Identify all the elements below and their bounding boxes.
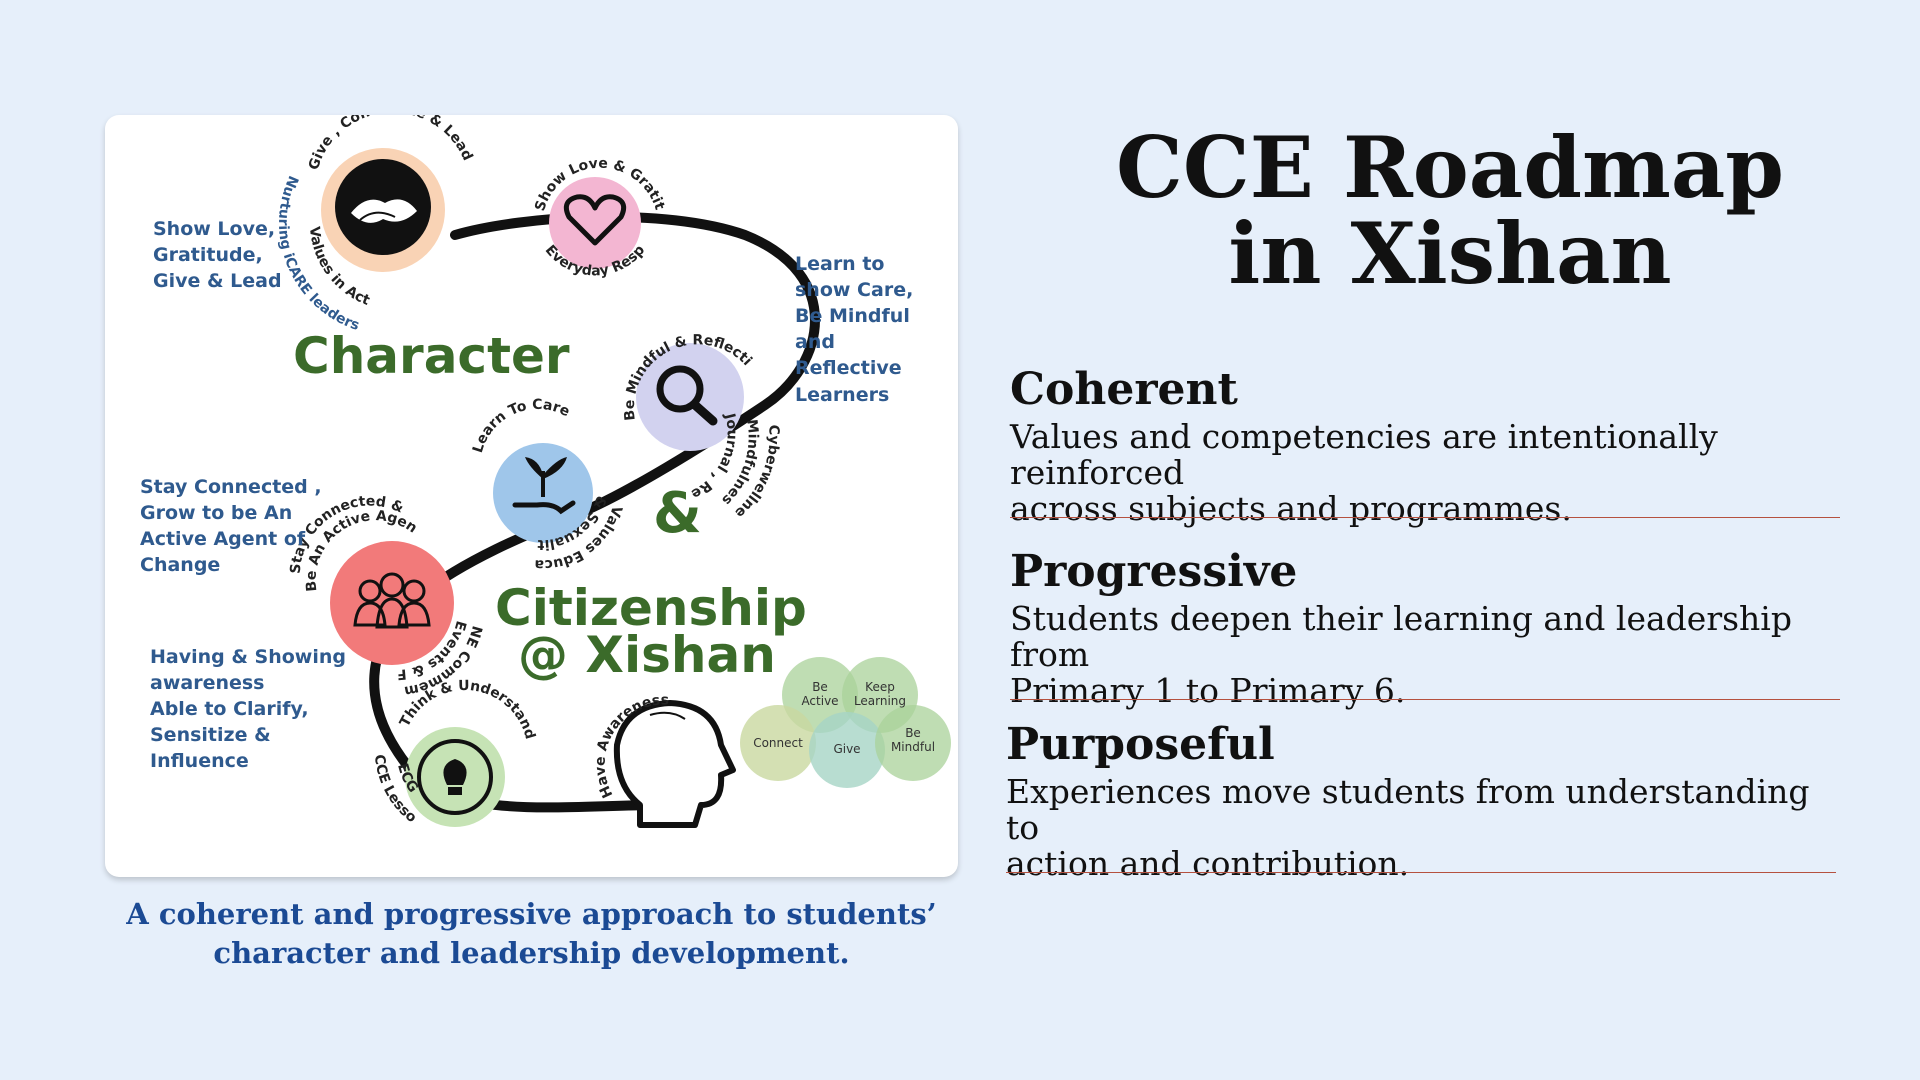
graphic-caption: A coherent and progressive approach to s… [105, 895, 958, 973]
section-body-line-2: action and contribution. [1006, 844, 1410, 883]
svg-text:Learners: Learners [795, 384, 889, 406]
roadmap-graphic-card: Be Active Keep Learning Connect Give Be … [105, 115, 958, 877]
svg-text:Having & Showing: Having & Showing [150, 646, 346, 668]
svg-text:Able to Clarify,: Able to Clarify, [150, 698, 309, 720]
svg-text:Gratitude,: Gratitude, [153, 244, 263, 266]
section-body-line-2: Primary 1 to Primary 6. [1010, 671, 1406, 710]
side-note-connected: Stay Connected , Grow to be An Active Ag… [140, 476, 322, 576]
svg-text:Grow to be An: Grow to be An [140, 502, 292, 524]
svg-text:Stay Connected ,: Stay Connected , [140, 476, 322, 498]
section-body-line-1: Students deepen their learning and leade… [1010, 599, 1792, 674]
venn-label-active-1: Be [812, 680, 828, 694]
citizenship-word: Citizenship [495, 579, 807, 637]
svg-text:Reflective: Reflective [795, 357, 902, 379]
section-heading: Coherent [1010, 364, 1238, 415]
svg-text:Give & Lead: Give & Lead [153, 270, 282, 292]
svg-text:Learn to: Learn to [795, 253, 884, 275]
side-note-awareness: Having & Showing awareness Able to Clari… [150, 646, 346, 772]
section-divider [1010, 517, 1840, 518]
section-purposeful: Purposeful Experiences move students fro… [1006, 720, 1836, 882]
section-heading: Progressive [1010, 546, 1298, 597]
section-body-line-1: Experiences move students from understan… [1006, 772, 1810, 847]
venn-label-active-2: Active [801, 694, 838, 708]
search-circle [636, 343, 744, 451]
venn-diagram: Be Active Keep Learning Connect Give Be … [740, 657, 951, 788]
venn-label-mindful-2: Mindful [891, 740, 935, 754]
section-progressive: Progressive Students deepen their learni… [1010, 547, 1840, 709]
venn-label-mindful-1: Be [905, 726, 921, 740]
section-body-line-2: across subjects and programmes. [1010, 489, 1572, 528]
svg-text:Influence: Influence [150, 750, 249, 772]
svg-text:awareness: awareness [150, 672, 264, 694]
people-circle [330, 541, 454, 665]
plant-hand-circle [493, 443, 593, 543]
heart-circle [549, 177, 641, 269]
svg-text:and: and [795, 331, 835, 353]
title-line-2: in Xishan [1228, 204, 1672, 303]
side-note-care: Learn to show Care, Be Mindful and Refle… [795, 253, 913, 406]
venn-label-learning-2: Learning [854, 694, 906, 708]
character-word: Character [293, 327, 570, 385]
svg-text:Show Love,: Show Love, [153, 218, 275, 240]
caption-line-2: character and leadership development. [213, 936, 850, 970]
svg-text:Be Mindful: Be Mindful [795, 305, 910, 327]
svg-text:Sensitize &: Sensitize & [150, 724, 271, 746]
section-heading: Purposeful [1006, 719, 1275, 770]
roadmap-graphic: Be Active Keep Learning Connect Give Be … [105, 115, 951, 828]
section-body: Experiences move students from understan… [1006, 774, 1836, 882]
hand-shake-circle [321, 148, 445, 272]
svg-text:Change: Change [140, 554, 220, 576]
title-line-1: CCE Roadmap [1115, 118, 1785, 217]
venn-label-learning-1: Keep [865, 680, 895, 694]
venn-label-connect: Connect [753, 736, 803, 750]
section-body-line-1: Values and competencies are intentionall… [1010, 417, 1718, 492]
side-note-love: Show Love, Gratitude, Give & Lead [153, 218, 282, 292]
section-body: Values and competencies are intentionall… [1010, 419, 1840, 527]
page-title: CCE Roadmap in Xishan [1010, 125, 1890, 297]
ampersand-word: & [653, 481, 702, 546]
svg-text:Active Agent of: Active Agent of [140, 528, 306, 550]
head-silhouette [613, 700, 736, 828]
lightbulb-circle [405, 727, 505, 827]
section-divider [1010, 699, 1840, 700]
section-coherent: Coherent Values and competencies are int… [1010, 365, 1840, 527]
venn-label-give: Give [833, 742, 860, 756]
caption-line-1: A coherent and progressive approach to s… [126, 897, 937, 931]
section-divider [1006, 872, 1836, 873]
xishan-word: @ Xishan [518, 626, 776, 684]
svg-text:show Care,: show Care, [795, 279, 913, 301]
section-body: Students deepen their learning and leade… [1010, 601, 1840, 709]
